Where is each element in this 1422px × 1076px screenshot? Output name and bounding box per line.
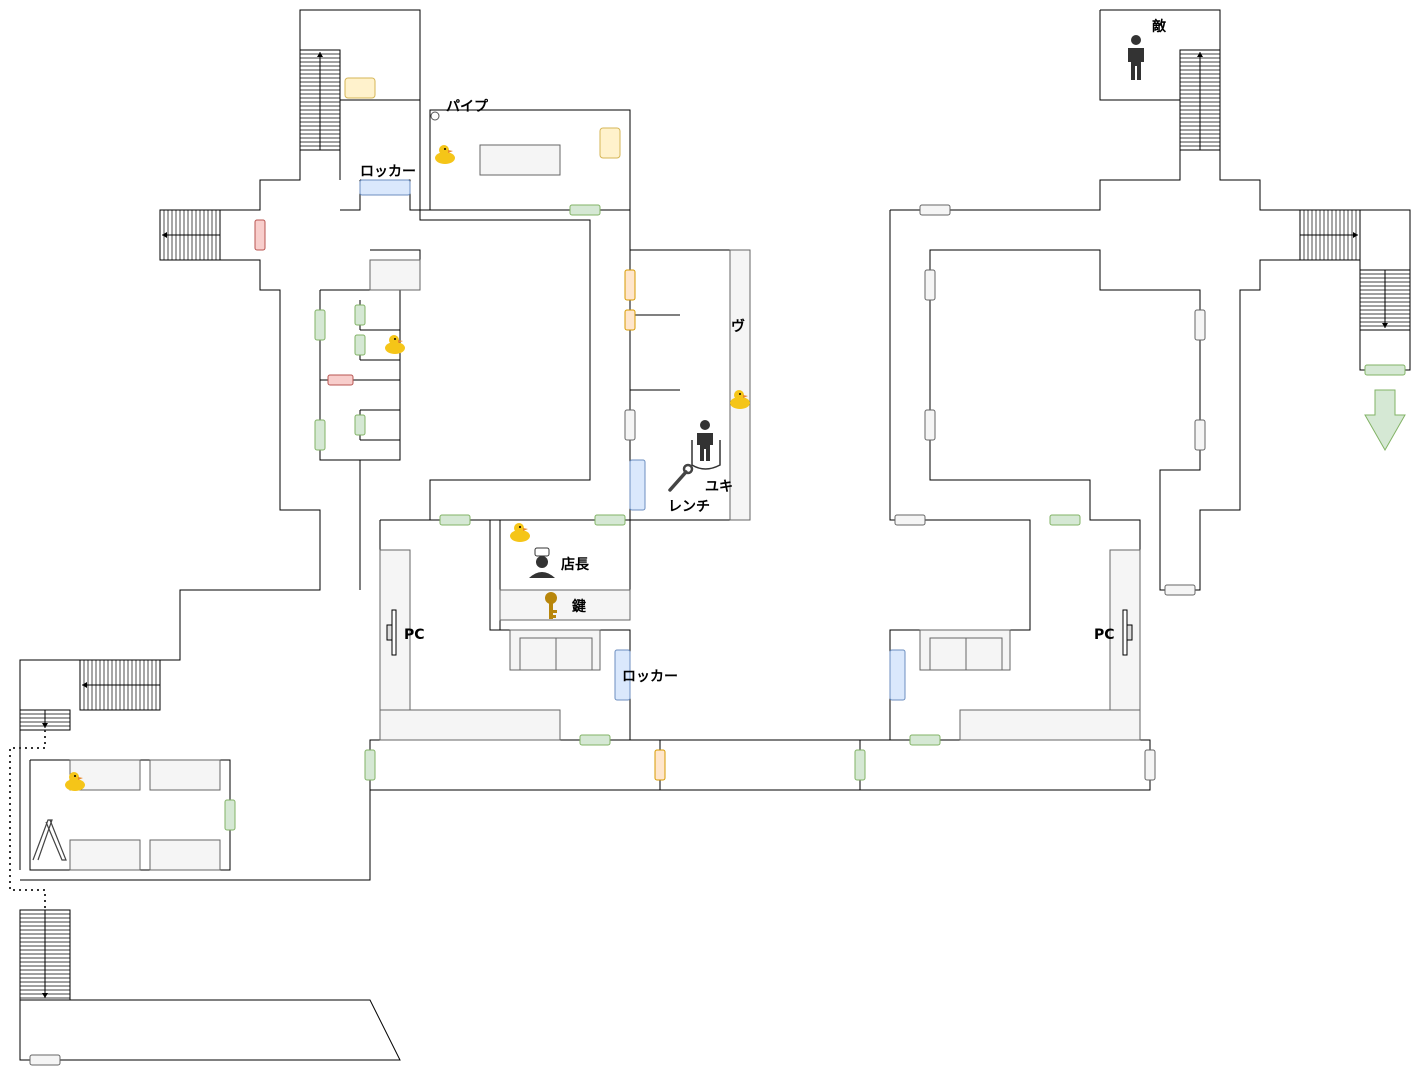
stairs-icon: [19, 49, 1411, 1001]
door[interactable]: [1049, 514, 1081, 526]
door[interactable]: [614, 649, 631, 701]
door[interactable]: [579, 734, 611, 746]
notes: [344, 77, 621, 159]
door[interactable]: [1364, 364, 1406, 376]
door[interactable]: [624, 309, 636, 331]
person-icon[interactable]: [1128, 35, 1144, 80]
staircase[interactable]: [1299, 209, 1361, 261]
staircase[interactable]: [159, 209, 221, 261]
label-pc-right: PC: [1094, 627, 1115, 643]
door[interactable]: [439, 514, 471, 526]
staircase[interactable]: [1179, 49, 1221, 151]
staircase[interactable]: [1359, 269, 1411, 331]
door[interactable]: [29, 1054, 61, 1066]
note[interactable]: [344, 77, 376, 99]
door[interactable]: [359, 179, 411, 196]
pc-icon: [386, 609, 397, 656]
door[interactable]: [224, 799, 236, 831]
person-icon[interactable]: [691, 420, 721, 470]
label-manager: 店長: [561, 556, 590, 573]
staircase[interactable]: [299, 49, 341, 151]
door[interactable]: [314, 419, 326, 451]
door[interactable]: [624, 269, 636, 301]
duck-icon[interactable]: [385, 335, 405, 354]
labels: 敵 パイプ ロッカー ヴ ユキ レンチ 店長 鍵 PC ロッカー PC: [360, 18, 1167, 685]
walls: [19, 9, 1411, 1061]
door[interactable]: [1164, 584, 1196, 596]
door[interactable]: [354, 414, 366, 436]
door[interactable]: [594, 514, 626, 526]
door[interactable]: [1144, 749, 1156, 781]
label-locker-bottom: ロッカー: [622, 669, 678, 685]
exit-arrow-icon[interactable]: [1364, 389, 1406, 452]
door[interactable]: [1194, 419, 1206, 451]
door[interactable]: [909, 734, 941, 746]
door[interactable]: [624, 409, 636, 441]
door[interactable]: [314, 309, 326, 341]
label-locker-top: ロッカー: [360, 164, 416, 180]
door[interactable]: [254, 219, 266, 251]
door[interactable]: [919, 204, 951, 216]
label-pc-left: PC: [404, 627, 425, 643]
pipe-icon[interactable]: [430, 111, 440, 121]
door[interactable]: [1194, 309, 1206, 341]
door[interactable]: [327, 374, 354, 386]
chef-icon[interactable]: [529, 547, 555, 578]
door[interactable]: [364, 749, 376, 781]
door[interactable]: [354, 304, 366, 326]
staircase[interactable]: [19, 709, 71, 731]
ladder-icon: [32, 819, 67, 861]
dotted-path: [9, 730, 46, 910]
pc-icon: [1122, 609, 1133, 656]
door[interactable]: [354, 334, 366, 356]
door[interactable]: [894, 514, 926, 526]
wrench-icon[interactable]: [668, 463, 694, 492]
label-hook: ヴ: [731, 318, 745, 335]
duck-icon[interactable]: [435, 145, 455, 164]
sofa-icon: [509, 629, 601, 671]
ducks: [65, 145, 750, 791]
door[interactable]: [854, 749, 866, 781]
door[interactable]: [924, 409, 936, 441]
duck-icon[interactable]: [730, 390, 750, 409]
doors: [29, 179, 1406, 1066]
furniture: [32, 144, 1141, 871]
note[interactable]: [599, 127, 621, 159]
label-yuki: ユキ: [705, 479, 733, 495]
staircase[interactable]: [19, 909, 71, 1001]
label-pipe: パイプ: [446, 99, 489, 115]
duck-icon[interactable]: [65, 772, 85, 791]
key-icon[interactable]: [545, 592, 557, 619]
door[interactable]: [629, 459, 646, 511]
door[interactable]: [569, 204, 601, 216]
label-wrench: レンチ: [668, 499, 710, 515]
door[interactable]: [889, 649, 906, 701]
label-key: 鍵: [572, 598, 586, 615]
staircase[interactable]: [79, 659, 161, 711]
duck-icon[interactable]: [510, 523, 530, 542]
label-enemy: 敵: [1152, 18, 1167, 35]
sofa-icon: [919, 629, 1011, 671]
door[interactable]: [654, 749, 666, 781]
door[interactable]: [924, 269, 936, 301]
